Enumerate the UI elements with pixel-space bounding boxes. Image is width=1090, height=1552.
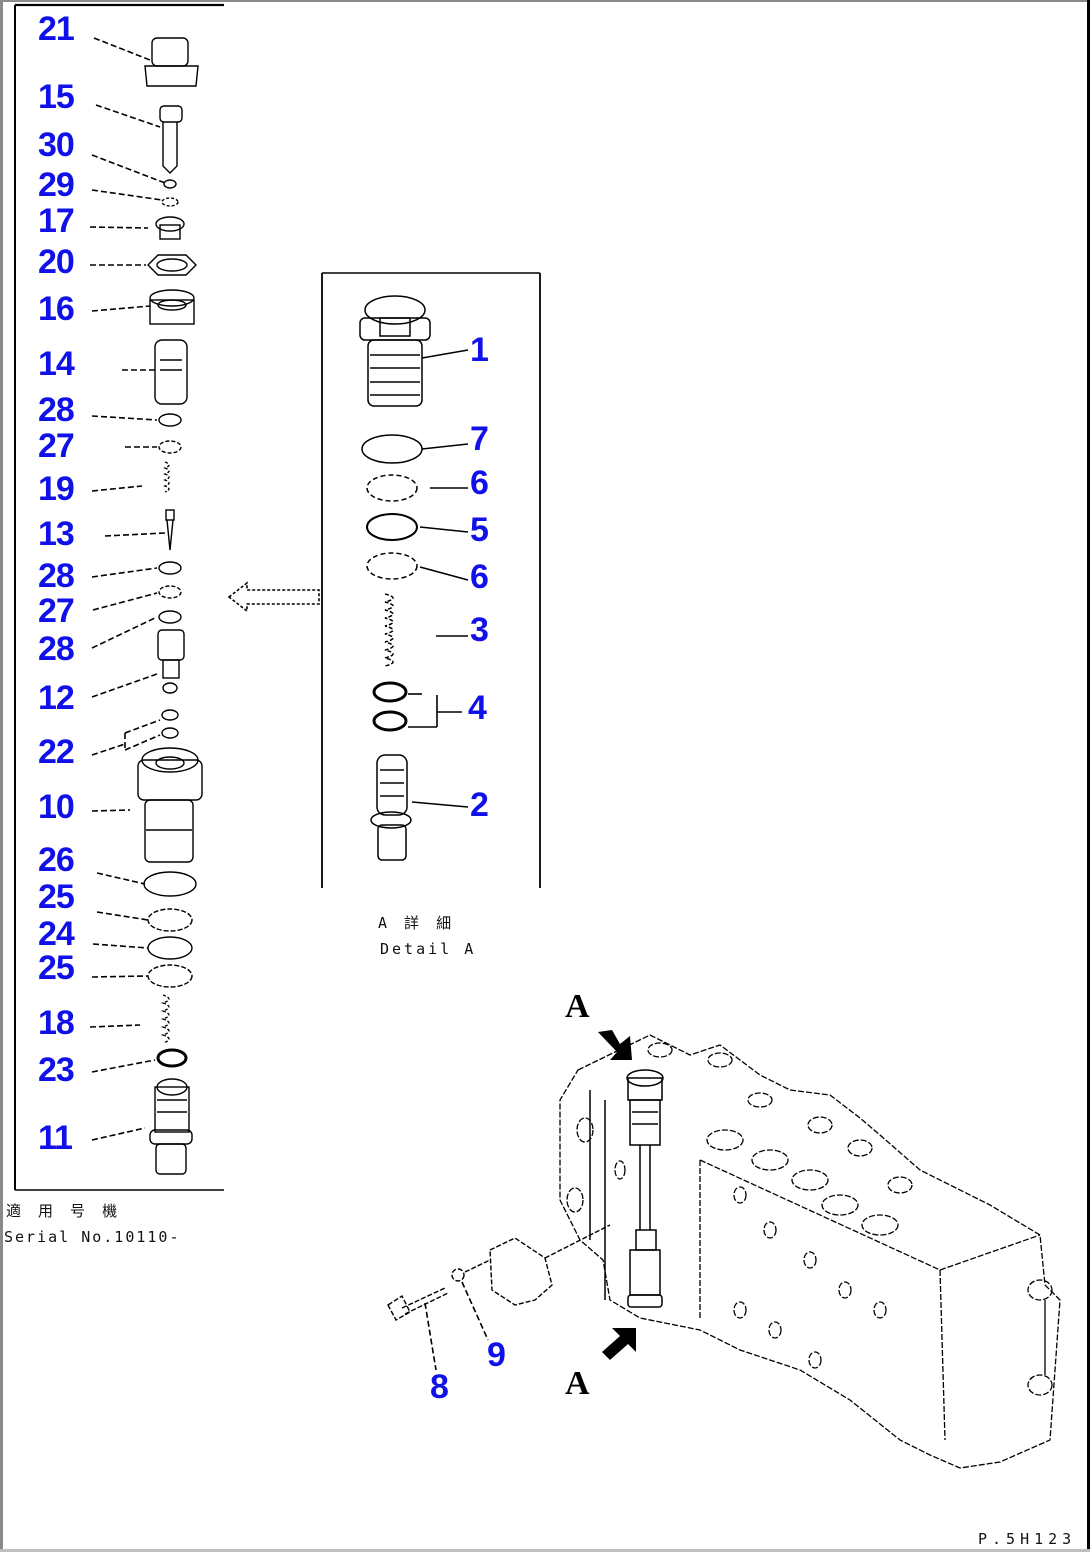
bottom-border	[0, 1549, 1090, 1552]
view-arrow-bottom-icon	[602, 1328, 636, 1360]
callout-17: 17	[38, 202, 75, 240]
callout-10: 10	[38, 788, 75, 826]
callout-20: 20	[38, 243, 75, 281]
detail-a-frame	[321, 272, 541, 888]
view-marker-a-bottom: A	[565, 1365, 590, 1402]
callout-7: 7	[470, 420, 489, 458]
control-valve-assembly	[559, 1034, 1061, 1469]
drawing-number: P.5H123	[978, 1530, 1077, 1548]
callout-23: 23	[38, 1051, 75, 1089]
detail-caption-jp: A 詳 細	[378, 914, 456, 932]
serial-note-en: Serial No.10110-	[4, 1228, 181, 1246]
callout-13: 13	[38, 515, 75, 553]
callout-29: 29	[38, 166, 75, 204]
callout-5: 5	[470, 511, 489, 549]
callout-25: 25	[38, 949, 75, 987]
callout-1: 1	[470, 331, 489, 369]
callout-14: 14	[38, 345, 75, 383]
callout-19: 19	[38, 470, 75, 508]
left-column-parts	[137, 37, 203, 1175]
leader-lines-detail	[408, 349, 469, 808]
cover-bolt-washer	[387, 1224, 611, 1321]
view-arrow-top-icon	[598, 1030, 632, 1060]
callout-4: 4	[468, 689, 487, 727]
callout-2: 2	[470, 786, 489, 824]
detail-a-parts	[359, 295, 431, 861]
callout-30: 30	[38, 126, 75, 164]
callout-6: 6	[470, 558, 489, 596]
callout-8: 8	[430, 1368, 449, 1406]
right-border	[1087, 0, 1090, 1552]
leader-lines-left	[89, 37, 166, 1141]
serial-note-jp: 適 用 号 機	[6, 1202, 122, 1220]
callout-26: 26	[38, 841, 75, 879]
callout-3: 3	[470, 611, 489, 649]
callout-21: 21	[38, 10, 75, 48]
callout-27: 27	[38, 427, 75, 465]
callout-28: 28	[38, 557, 75, 595]
left-column-frame	[14, 3, 224, 1191]
callout-25: 25	[38, 878, 75, 916]
callout-28: 28	[38, 391, 75, 429]
callout-22: 22	[38, 733, 75, 771]
detail-caption-en: Detail A	[380, 940, 477, 958]
callout-9: 9	[487, 1336, 506, 1374]
callout-12: 12	[38, 679, 75, 717]
top-border	[0, 0, 1090, 2]
callout-24: 24	[38, 915, 75, 953]
callout-6: 6	[470, 464, 489, 502]
callout-11: 11	[38, 1119, 73, 1157]
callout-27: 27	[38, 592, 75, 630]
callout-15: 15	[38, 78, 75, 116]
callout-28: 28	[38, 630, 75, 668]
left-border	[0, 0, 3, 1552]
detail-arrow-icon	[227, 581, 320, 613]
view-marker-a-top: A	[565, 988, 590, 1025]
relief-valve-in-block	[589, 1069, 664, 1308]
callout-16: 16	[38, 290, 75, 328]
leader-lines-assembly	[424, 1281, 489, 1371]
callout-18: 18	[38, 1004, 75, 1042]
